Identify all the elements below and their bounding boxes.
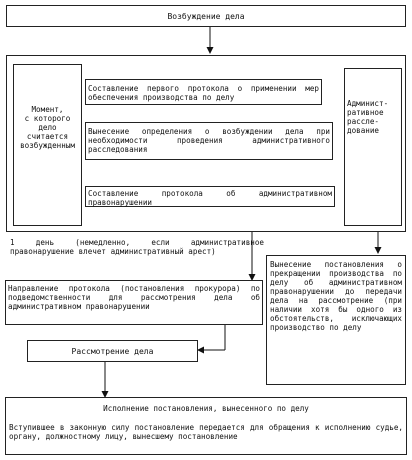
moment-label: Момент, с которого дело считается возбуж…	[20, 105, 75, 150]
termination-label: Вынесение постановления о прекращении пр…	[270, 260, 402, 332]
ruling-investigation-box: Вынесение определения о возбуждении дела…	[85, 122, 333, 160]
sending-protocol-box: Направление протокола (постановления про…	[5, 280, 263, 325]
consideration-label: Рассмотрение дела	[71, 347, 154, 356]
admin-investigation-box: Админист- ративное рассле- дование	[344, 68, 402, 226]
ruling-investigation-label: Вынесение определения о возбуждении дела…	[88, 127, 330, 154]
initiation-label: Возбуждение дела	[167, 12, 245, 21]
consideration-box: Рассмотрение дела	[27, 340, 198, 362]
termination-box: Вынесение постановления о прекращении пр…	[266, 255, 406, 385]
execution-text: Вступившее в законную силу постановление…	[9, 423, 403, 441]
execution-box: Исполнение постановления, вынесенного по…	[5, 397, 407, 455]
protocol-offense-label: Составление протокола об административно…	[88, 189, 332, 207]
protocol-measures-box: Составление первого протокола о применен…	[85, 79, 322, 105]
sending-protocol-label: Направление протокола (постановления про…	[8, 284, 260, 311]
admin-investigation-label: Админист- ративное рассле- дование	[347, 99, 389, 135]
moment-box: Момент, с которого дело считается возбуж…	[13, 64, 82, 226]
one-day-note: 1 день (немедленно, если административно…	[10, 238, 264, 256]
initiation-box: Возбуждение дела	[6, 5, 406, 27]
protocol-offense-box: Составление протокола об административно…	[85, 186, 335, 207]
execution-title: Исполнение постановления, вынесенного по…	[103, 404, 309, 413]
protocol-measures-label: Составление первого протокола о применен…	[88, 84, 319, 102]
